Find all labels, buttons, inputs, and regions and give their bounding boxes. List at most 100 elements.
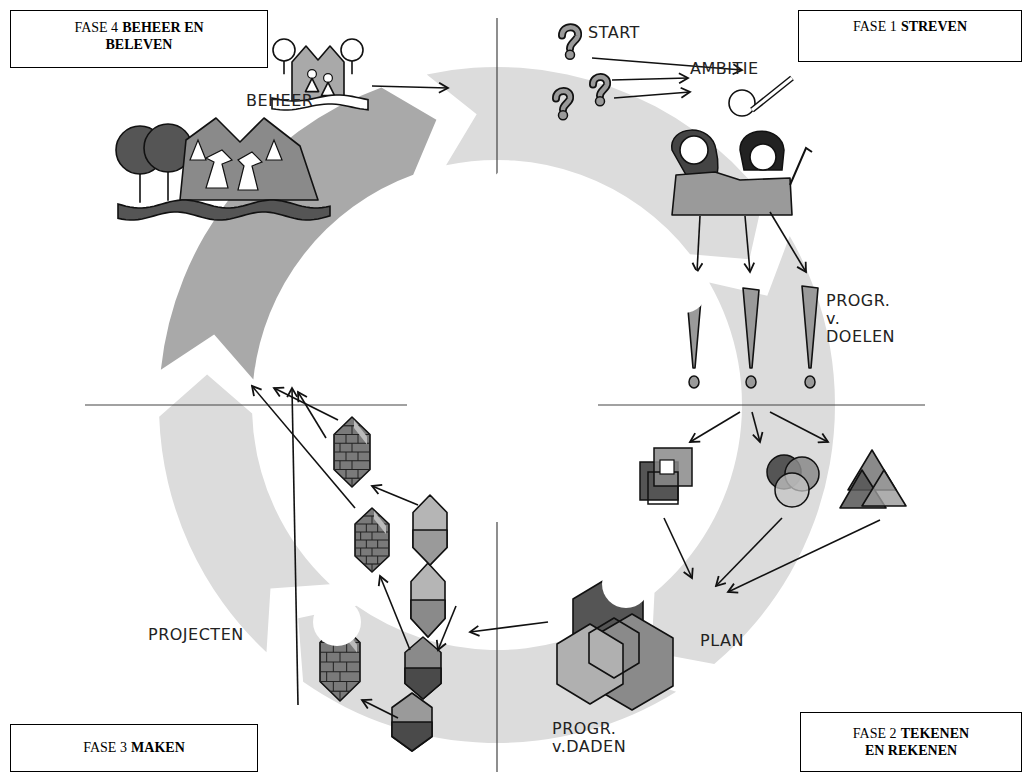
cycle-arrow [651, 236, 835, 664]
tree-crown [341, 39, 363, 61]
sketch-arrow [298, 392, 326, 438]
question-symbol [593, 77, 607, 96]
person-figure [206, 150, 232, 188]
exclamation-dot [746, 376, 756, 388]
person-head [324, 74, 333, 83]
exclamation-dot [689, 376, 699, 388]
exclamation-symbol [743, 288, 759, 368]
sketch-arrow [438, 606, 456, 650]
brick-joint [358, 435, 359, 444]
step-label: AMBITIE [690, 60, 790, 78]
sketch-arrow [745, 216, 750, 272]
brick-joint [377, 556, 378, 564]
phase-number: FASE 4 [74, 20, 118, 35]
sketch [116, 27, 906, 751]
variant-circle [775, 473, 809, 507]
step-circle [313, 598, 361, 646]
phase-box: FASE 4BEHEER EN BELEVEN [10, 10, 268, 68]
brick-joint [333, 682, 334, 692]
exclamation-symbol [802, 286, 818, 368]
brick-joint [372, 532, 373, 540]
brick-joint [352, 426, 353, 435]
question-symbol [556, 91, 570, 110]
person-body [672, 172, 792, 215]
cycle-arrow [159, 375, 330, 653]
person-figure [238, 152, 262, 190]
brick-joint [366, 524, 367, 532]
hexagon-block [411, 563, 445, 637]
brick-block [334, 417, 370, 487]
sketch-arrow [770, 212, 806, 272]
step-label: BEHEER [246, 92, 346, 110]
variant-triangle [862, 470, 906, 506]
phase-name: MAKEN [131, 740, 185, 755]
brick-joint [377, 540, 378, 548]
brick-joint [340, 691, 341, 701]
cycle-arrow [427, 67, 764, 259]
brick-joint [333, 662, 334, 672]
sketch-arrow [470, 622, 548, 632]
step-label: PROGR. v. DOELEN [826, 292, 910, 346]
step-circle [661, 267, 707, 313]
phase-name: BEHEER EN BELEVEN [106, 20, 204, 52]
hexagon-block [413, 495, 447, 565]
sketch-arrow [770, 412, 828, 442]
brick-line [334, 469, 370, 470]
question-dot [566, 50, 575, 59]
question-symbol [593, 77, 607, 96]
quadrant-line [85, 404, 407, 405]
person-arm [752, 78, 792, 110]
phase-number: FASE 3 [83, 740, 127, 755]
hexagon-fill [411, 600, 445, 637]
brick-joint [340, 443, 341, 452]
brick-joint [340, 672, 341, 682]
sketch-arrow [380, 576, 410, 650]
person-figure [190, 140, 206, 160]
question-symbol [562, 27, 578, 48]
sketch-arrow [614, 92, 690, 98]
question-dot [596, 97, 605, 106]
brick-joint [346, 470, 347, 479]
sketch-arrow [372, 86, 448, 88]
brick-joint [372, 564, 373, 572]
sketch-arrow [612, 78, 688, 80]
phase-box: FASE 3 MAKEN [10, 724, 258, 772]
brick-line [334, 451, 370, 452]
quadrant-line [496, 18, 497, 185]
water-wave [118, 200, 330, 220]
brick-joint [372, 548, 373, 556]
brick-joint [352, 443, 353, 452]
person-body [305, 78, 318, 91]
quadrant-line [496, 522, 497, 772]
phase-box: FASE 1 STREVEN [798, 10, 1022, 62]
variant-square [660, 460, 674, 474]
step-circle [489, 169, 531, 211]
phase-number: FASE 2 [853, 726, 897, 741]
question-dot [559, 111, 568, 120]
sketch-arrow [372, 486, 418, 505]
sketch-arrow [252, 386, 355, 508]
brick-joint [360, 532, 361, 540]
phase-number: FASE 1 [853, 19, 897, 34]
phase-box: FASE 2TEKENEN EN REKENEN [800, 712, 1022, 772]
step-label: START [588, 24, 678, 42]
brick-line [320, 661, 360, 662]
brick-joint [352, 461, 353, 470]
brick-joint [352, 478, 353, 487]
brick-block [355, 508, 389, 572]
brick-joint [377, 524, 378, 532]
question-symbol [556, 91, 570, 110]
variant-square [648, 472, 678, 504]
question-symbol [562, 27, 578, 48]
person-head [308, 70, 317, 79]
brick-joint [346, 435, 347, 444]
brick-joint [372, 516, 373, 524]
phase-name: STREVEN [901, 19, 967, 34]
brick-joint [346, 682, 347, 692]
step-markers [286, 169, 707, 646]
sketch-arrow [716, 518, 782, 586]
person-head [729, 90, 755, 116]
brick-joint [346, 452, 347, 461]
